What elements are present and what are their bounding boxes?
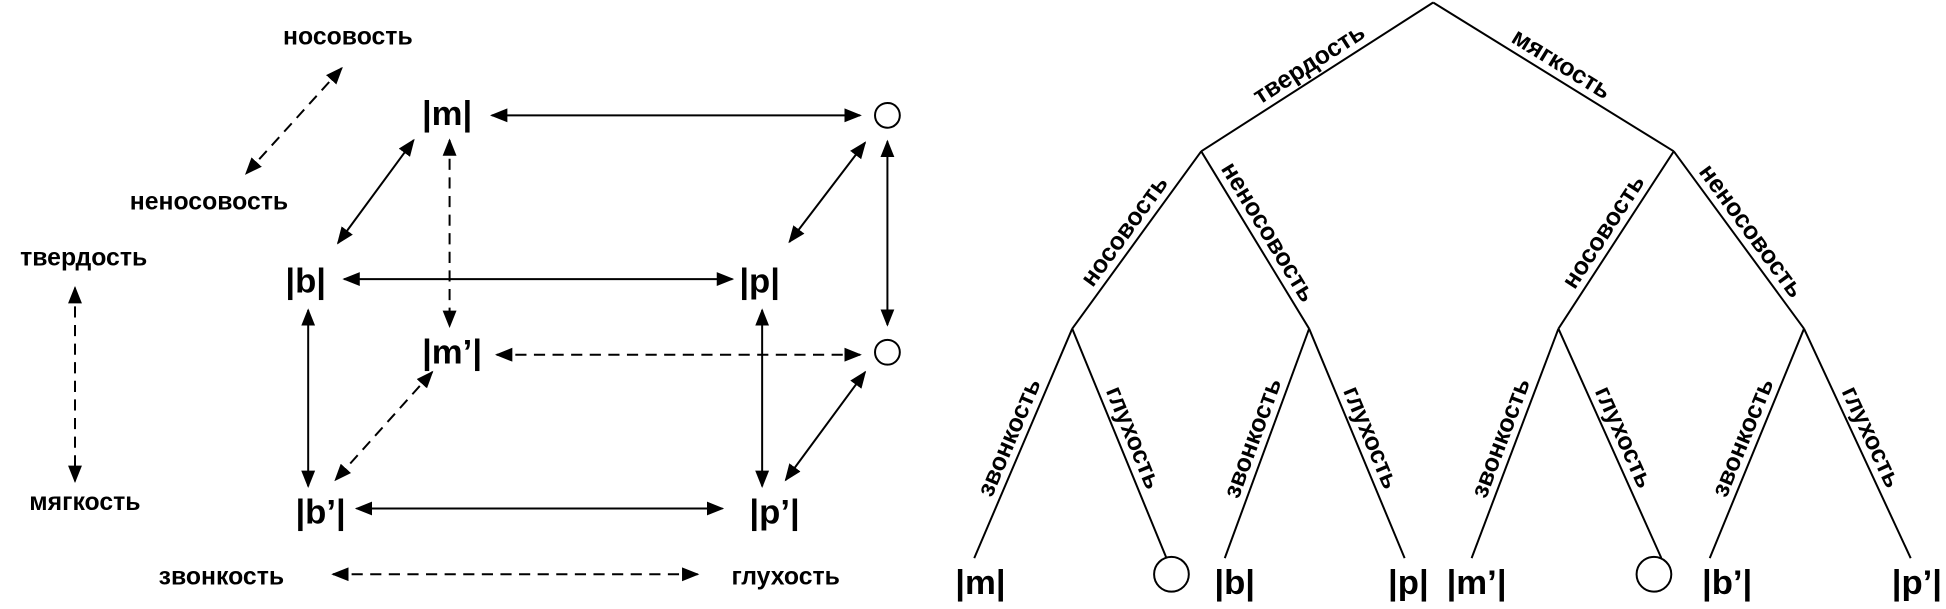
axis-label-non-nasal: неносовость [130,189,288,216]
edge-empty-p-soft [784,370,867,482]
axis-label-nasal: носовость [283,24,413,51]
tree-edge-label: звонкость [972,375,1046,501]
tree-edge-label: твердость [1248,19,1370,110]
tree-edge-label: глухость [1836,382,1906,492]
tree-edge [1223,328,1311,559]
node-p-soft: |p’| [749,493,799,531]
tree-edge [1803,328,1912,559]
axis-arrow-nasality [245,66,343,175]
tree-leaf-empty [1153,555,1190,593]
tree-edge [973,328,1074,559]
tree-leaf: |p| [1388,564,1429,602]
tree-edge [1200,150,1310,330]
tree-edge [1200,1,1434,153]
tree-edge-label: неносовость [1215,158,1320,307]
empty-node-hard [874,101,901,129]
tree-leaf: |p’| [1892,564,1942,602]
tree-edge [1470,328,1560,559]
node-m: |m| [422,95,472,133]
tree-edge-label: носовость [1557,170,1650,293]
tree-leaf: |b’| [1702,564,1752,602]
axis-label-voiced: звонкость [159,563,284,590]
empty-node-soft [874,338,901,366]
tree-leaf: |m’| [1447,564,1507,602]
tree-edge-label: неносовость [1693,159,1809,303]
tree-edge [1557,150,1675,330]
edge-empty-p [788,141,867,244]
tree-edge [1672,150,1805,330]
tree-edge-label: носовость [1076,171,1174,292]
axis-label-hard: твердость [20,244,147,271]
tree-edge [1557,328,1663,559]
axis-label-voiceless: глухость [732,563,840,590]
node-b-soft: |b’| [295,493,345,531]
feature-cube: носовость неносовость твердость мягкость зво… [20,24,901,590]
tree-edge-label: мягкость [1507,24,1616,105]
feature-tree: твердость мягкость носовость неносовость нос… [955,1,1942,602]
tree-edge [1432,1,1675,153]
tree-edge [1708,328,1805,559]
edge-m-soft-b-soft [334,370,434,482]
node-m-soft: |m’| [422,333,482,371]
node-p: |p| [739,263,780,301]
tree-leaf: |m| [955,564,1005,602]
axis-label-soft: мягкость [29,489,140,516]
tree-edge [1071,328,1168,559]
tree-edge-label: звонкость [1707,375,1780,501]
tree-edge [1308,328,1406,559]
tree-leaf: |b| [1214,564,1255,602]
node-b: |b| [285,263,326,301]
tree-leaf-empty [1635,555,1673,593]
tree-edge [1071,150,1203,330]
edge-m-b [336,138,415,245]
